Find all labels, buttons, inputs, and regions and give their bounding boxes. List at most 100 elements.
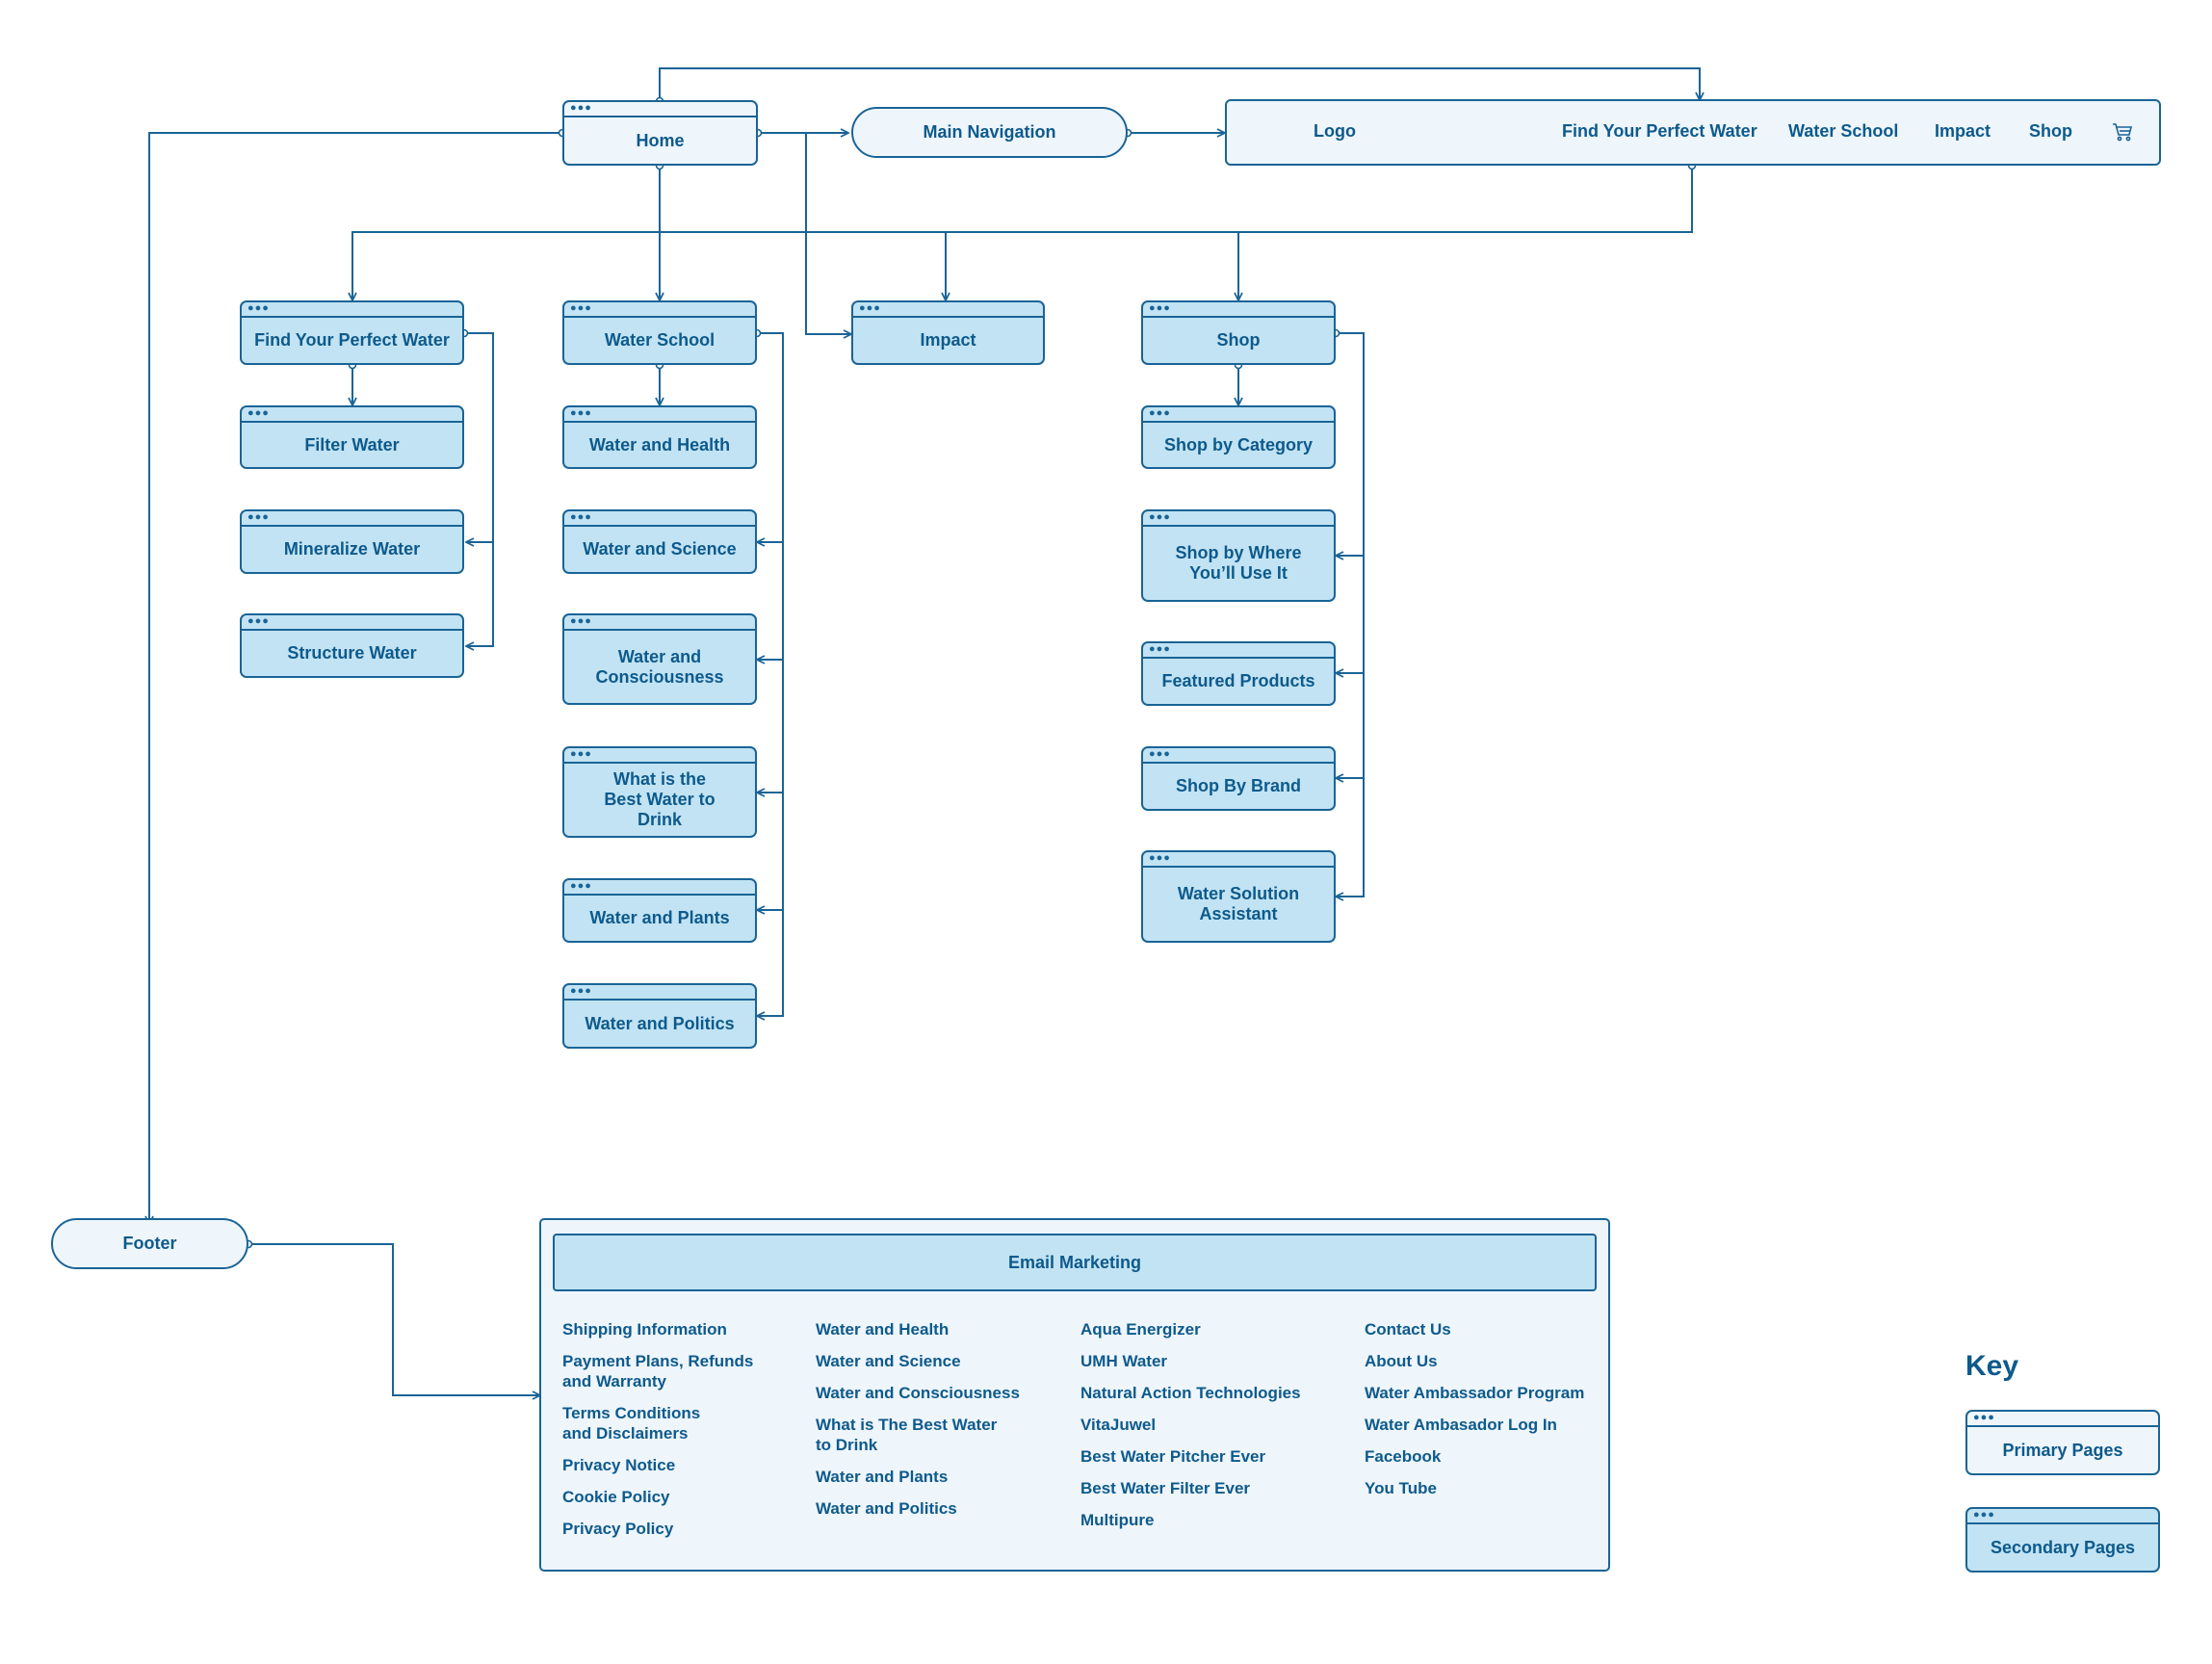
window-bar: ●●● [1143, 511, 1334, 527]
shop-by-where-node[interactable]: ●●● Shop by Where You’ll Use It [1141, 509, 1336, 602]
window-dots-icon: ●●● [570, 985, 592, 997]
footer-link[interactable]: Payment Plans, Refunds and Warranty [562, 1352, 754, 1391]
node-label: Water and Politics [585, 1013, 735, 1033]
nav-logo[interactable]: Logo [1314, 121, 1356, 141]
window-dots-icon: ●●● [1149, 748, 1171, 760]
node-label: Water and Consciousness [595, 646, 724, 687]
footer-link[interactable]: VitaJuwel [1080, 1416, 1157, 1434]
footer-link[interactable]: Privacy Notice [562, 1456, 676, 1474]
key-title: Key [1965, 1350, 2019, 1382]
node-label: Water and Health [588, 434, 731, 455]
water-school-node[interactable]: ●●● Water School [562, 300, 757, 365]
footer-link[interactable]: Water and Politics [816, 1499, 957, 1518]
footer-link[interactable]: What is The Best Water to Drink [816, 1416, 998, 1454]
water-and-health-node[interactable]: ●●● Water and Health [562, 405, 757, 469]
footer-link[interactable]: Privacy Policy [562, 1520, 674, 1538]
water-and-science-node[interactable]: ●●● Water and Science [562, 509, 757, 574]
cart-icon[interactable] [2111, 120, 2134, 143]
window-bar: ●●● [242, 615, 462, 631]
footer-link[interactable]: Water and Health [816, 1320, 950, 1339]
window-dots-icon: ●●● [1973, 1412, 1995, 1423]
water-solution-assistant-node[interactable]: ●●● Water Solution Assistant [1141, 850, 1336, 943]
window-dots-icon: ●●● [1149, 643, 1171, 655]
water-and-consciousness-node[interactable]: ●●● Water and Consciousness [562, 613, 757, 705]
window-dots-icon: ●●● [570, 511, 592, 523]
node-label: Impact [920, 330, 976, 350]
home-page-node[interactable]: ●●● Home [562, 100, 758, 166]
window-dots-icon: ●●● [1149, 511, 1171, 523]
window-bar: ●●● [564, 748, 755, 764]
footer-link[interactable]: Water and Plants [816, 1468, 949, 1486]
window-bar: ●●● [242, 511, 462, 527]
footer-link[interactable]: Best Water Filter Ever [1080, 1479, 1251, 1497]
footer-link[interactable]: Aqua Energizer [1080, 1320, 1201, 1339]
window-bar: ●●● [564, 102, 756, 117]
node-label: Shop by Where You’ll Use It [1175, 543, 1302, 583]
water-and-politics-node[interactable]: ●●● Water and Politics [562, 983, 757, 1049]
node-label: Featured Products [1161, 671, 1315, 690]
window-bar: ●●● [1143, 407, 1334, 423]
key-primary-pages: ●●● Primary Pages [1965, 1410, 2160, 1475]
window-dots-icon: ●●● [1149, 852, 1171, 864]
footer-column-brands: Aqua Energizer UMH Water Natural Action … [1080, 1319, 1331, 1542]
footer-link[interactable]: Multipure [1080, 1511, 1155, 1529]
footer-link[interactable]: Terms Conditions and Disclaimers [562, 1404, 701, 1443]
shop-by-category-node[interactable]: ●●● Shop by Category [1141, 405, 1336, 469]
window-bar: ●●● [564, 302, 755, 318]
impact-node[interactable]: ●●● Impact [851, 300, 1045, 365]
node-label: Filter Water [304, 434, 400, 455]
shop-node[interactable]: ●●● Shop [1141, 300, 1336, 365]
nav-link-water-school[interactable]: Water School [1788, 121, 1899, 141]
node-label: Shop [1216, 330, 1261, 350]
footer-link[interactable]: Water and Science [816, 1352, 961, 1370]
footer-link[interactable]: Water Ambassador Program [1365, 1384, 1585, 1402]
nav-link-find-your-perfect-water[interactable]: Find Your Perfect Water [1562, 121, 1757, 141]
window-dots-icon: ●●● [247, 407, 270, 419]
footer-link[interactable]: Natural Action Technologies [1080, 1384, 1301, 1402]
window-bar: ●●● [1967, 1412, 2158, 1427]
filter-water-node[interactable]: ●●● Filter Water [240, 405, 464, 469]
footer-link[interactable]: Water Ambasador Log In [1365, 1416, 1557, 1434]
footer-link[interactable]: About Us [1365, 1352, 1438, 1370]
email-marketing-bar[interactable]: Email Marketing [553, 1234, 1597, 1291]
footer-link[interactable]: Contact Us [1365, 1320, 1451, 1339]
nav-link-shop[interactable]: Shop [2029, 121, 2072, 141]
window-bar: ●●● [564, 511, 755, 527]
node-label: Find Your Perfect Water [254, 330, 450, 350]
window-dots-icon: ●●● [247, 511, 270, 523]
best-water-to-drink-node[interactable]: ●●● What is the Best Water to Drink [562, 746, 757, 838]
window-dots-icon: ●●● [570, 748, 592, 760]
window-dots-icon: ●●● [570, 302, 592, 314]
footer-link[interactable]: Cookie Policy [562, 1488, 670, 1506]
water-and-plants-node[interactable]: ●●● Water and Plants [562, 878, 757, 943]
footer-link[interactable]: UMH Water [1080, 1352, 1168, 1370]
structure-water-node[interactable]: ●●● Structure Water [240, 613, 464, 678]
main-navigation-node[interactable]: Main Navigation [851, 107, 1128, 158]
window-dots-icon: ●●● [1149, 407, 1171, 419]
footer-link[interactable]: Best Water Pitcher Ever [1080, 1447, 1266, 1466]
footer-node[interactable]: Footer [51, 1218, 248, 1269]
window-bar: ●●● [1967, 1509, 2158, 1524]
node-label: Structure Water [287, 643, 417, 663]
window-dots-icon: ●●● [570, 615, 592, 627]
window-dots-icon: ●●● [859, 302, 881, 314]
home-label: Home [636, 130, 685, 150]
window-dots-icon: ●●● [570, 102, 592, 114]
footer-link[interactable]: Water and Consciousness [816, 1384, 1020, 1402]
find-your-perfect-water-node[interactable]: ●●● Find Your Perfect Water [240, 300, 464, 365]
window-bar: ●●● [1143, 302, 1334, 318]
footer-link[interactable]: You Tube [1365, 1479, 1437, 1497]
footer-link[interactable]: Shipping Information [562, 1320, 727, 1339]
window-bar: ●●● [853, 302, 1043, 318]
footer-link[interactable]: Facebook [1365, 1447, 1442, 1466]
mineralize-water-node[interactable]: ●●● Mineralize Water [240, 509, 464, 574]
node-label: Mineralize Water [283, 539, 421, 559]
key-primary-label: Primary Pages [2002, 1440, 2123, 1460]
node-label: Water and Plants [589, 908, 730, 927]
shop-by-brand-node[interactable]: ●●● Shop By Brand [1141, 746, 1336, 811]
node-label: Shop By Brand [1175, 776, 1301, 795]
key-secondary-pages: ●●● Secondary Pages [1965, 1507, 2160, 1573]
featured-products-node[interactable]: ●●● Featured Products [1141, 641, 1336, 706]
nav-link-impact[interactable]: Impact [1935, 121, 1991, 141]
